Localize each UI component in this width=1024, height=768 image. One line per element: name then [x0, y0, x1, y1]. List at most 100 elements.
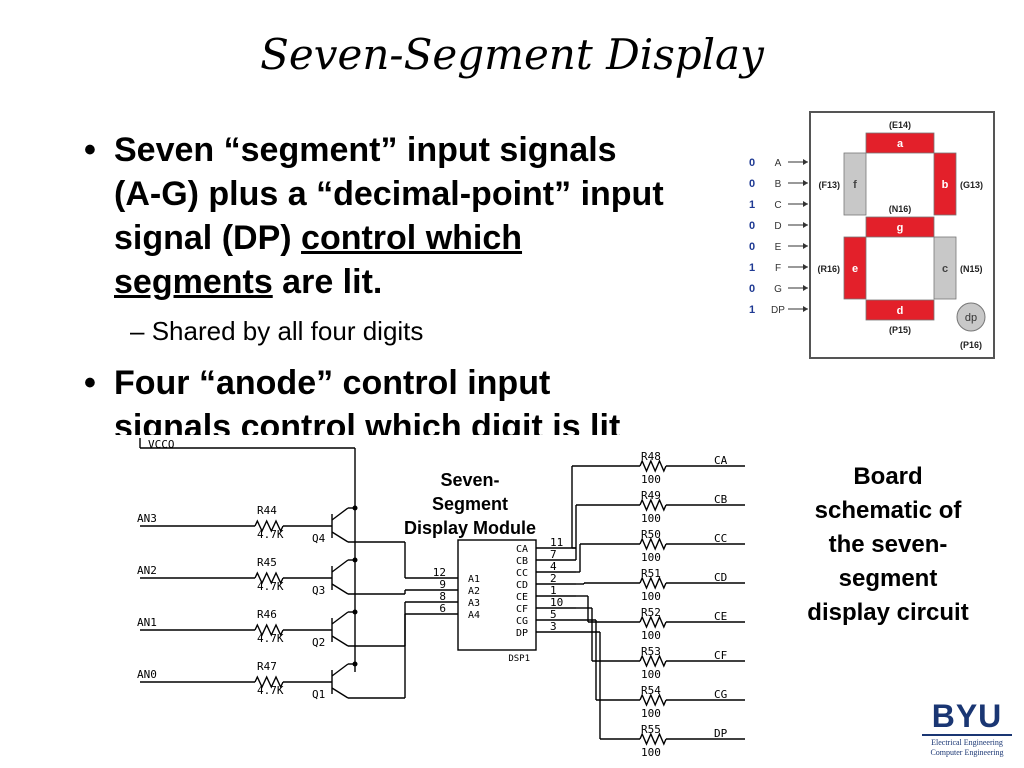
segment-pin: (E14) — [889, 120, 911, 130]
transistor-collector — [331, 611, 349, 625]
segment-b — [933, 152, 957, 216]
arrow-head — [803, 222, 808, 228]
logo-dept-line: Computer Engineering — [930, 748, 1004, 757]
resistor-value: 100 — [641, 590, 661, 603]
input-name: F — [775, 263, 781, 274]
anode-resistor — [254, 571, 284, 585]
segment-letter: c — [942, 263, 948, 275]
resistor-ref: R46 — [257, 608, 277, 621]
arrow-head — [803, 264, 808, 270]
segment-e — [843, 236, 867, 300]
chip-pin-name: CD — [516, 580, 528, 591]
segment-letter: d — [897, 305, 904, 317]
transistor-ref: Q3 — [312, 584, 325, 597]
chip-pin-number: 2 — [550, 572, 557, 585]
chip-pin-number: 9 — [439, 578, 446, 591]
resistor-value: 4.7K — [257, 632, 284, 645]
segment-pin: (F13) — [818, 180, 840, 190]
cathode-resistor — [639, 654, 667, 668]
resistor-value: 100 — [641, 668, 661, 681]
underlined-text: segments — [114, 263, 273, 301]
resistor-value: 4.7K — [257, 684, 284, 697]
bullet-line: Seven “segment” input signals — [114, 131, 617, 169]
chip-label: DSP1 — [508, 654, 530, 664]
resistor-value: 4.7K — [257, 580, 284, 593]
sub-bullet-text: Shared by all four digits — [151, 316, 424, 346]
bullet-line: are lit. — [272, 263, 383, 301]
input-name: DP — [771, 305, 785, 316]
input-name: B — [775, 179, 782, 190]
chip-pin-name: A4 — [468, 610, 480, 621]
input-value: 0 — [749, 241, 755, 253]
schematic-caption: Board schematic of the seven- segment di… — [778, 460, 998, 630]
junction-dot — [352, 661, 358, 667]
bullet-line: Four “anode” control input — [114, 364, 551, 402]
transistor-collector — [331, 663, 349, 677]
chip-pin-number: 8 — [439, 590, 446, 603]
resistor-ref: R50 — [641, 528, 661, 541]
input-name: C — [774, 200, 781, 211]
module-label-line: Display Module — [403, 518, 537, 538]
segment-letter: f — [853, 179, 857, 191]
logo-dept-line: Electrical Engineering — [931, 738, 1003, 747]
input-value: 0 — [749, 178, 755, 190]
caption-line: segment — [838, 565, 938, 592]
logo-divider — [922, 734, 1012, 736]
arrow-head — [803, 243, 808, 249]
bullet-line-partially-covered: signals control which digit is lit — [114, 408, 621, 435]
module-label-line: Seven- — [440, 470, 500, 490]
arrow-head — [803, 306, 808, 312]
cathode-net-label: CA — [714, 454, 728, 467]
anode-resistor — [254, 675, 284, 689]
caption-line: schematic of — [814, 497, 962, 524]
resistor-ref: R49 — [641, 489, 661, 502]
slide-title: Seven-Segment Display — [260, 30, 764, 79]
resistor-ref: R54 — [641, 684, 661, 697]
junction-dot — [352, 609, 358, 615]
input-value: 0 — [749, 220, 755, 232]
segment-pin: (G13) — [960, 180, 983, 190]
segment-letter: b — [942, 179, 949, 191]
anode-net-label: AN0 — [137, 668, 157, 681]
arrow-head — [803, 159, 808, 165]
resistor-ref: R55 — [641, 723, 661, 736]
segment-g — [865, 216, 935, 238]
arrow-head — [803, 285, 808, 291]
segment-pin: (N16) — [889, 204, 912, 214]
anode-resistor — [254, 519, 284, 533]
segment-pin: (P15) — [889, 325, 911, 335]
segment-pin: (P16) — [960, 340, 982, 350]
anode-net-label: AN1 — [137, 616, 157, 629]
resistor-ref: R47 — [257, 660, 277, 673]
resistor-ref: R44 — [257, 504, 277, 517]
input-name: D — [774, 221, 781, 232]
anode-net-label: AN2 — [137, 564, 157, 577]
cathode-net-label: CC — [714, 532, 727, 545]
chip-pin-name: A1 — [468, 574, 480, 585]
anode-resistor — [254, 623, 284, 637]
resistor-ref: R51 — [641, 567, 661, 580]
cathode-resistor — [639, 693, 667, 707]
cathode-resistor — [639, 576, 667, 590]
resistor-ref: R48 — [641, 450, 661, 463]
byu-logo: BYU Electrical Engineering Computer Engi… — [918, 700, 1016, 758]
vcc-label: VCCO — [148, 438, 175, 451]
cathode-net-label: CE — [714, 610, 727, 623]
resistor-ref: R53 — [641, 645, 661, 658]
segment-d — [865, 299, 935, 321]
chip-pin-number: 5 — [550, 608, 557, 621]
input-value: 0 — [749, 283, 755, 295]
cathode-net-label: DP — [714, 727, 728, 740]
chip-pin-name: CA — [516, 544, 528, 555]
segment-pin: (N15) — [960, 264, 983, 274]
input-name: G — [774, 284, 782, 295]
segment-a — [865, 132, 935, 154]
bullet-anode-signals: • Four “anode” control input signals con… — [84, 361, 744, 435]
input-value: 1 — [749, 262, 755, 274]
chip-pin-number: 6 — [439, 602, 446, 615]
junction-dot — [352, 557, 358, 563]
chip-pin-name: CG — [516, 616, 528, 627]
resistor-value: 100 — [641, 551, 661, 564]
